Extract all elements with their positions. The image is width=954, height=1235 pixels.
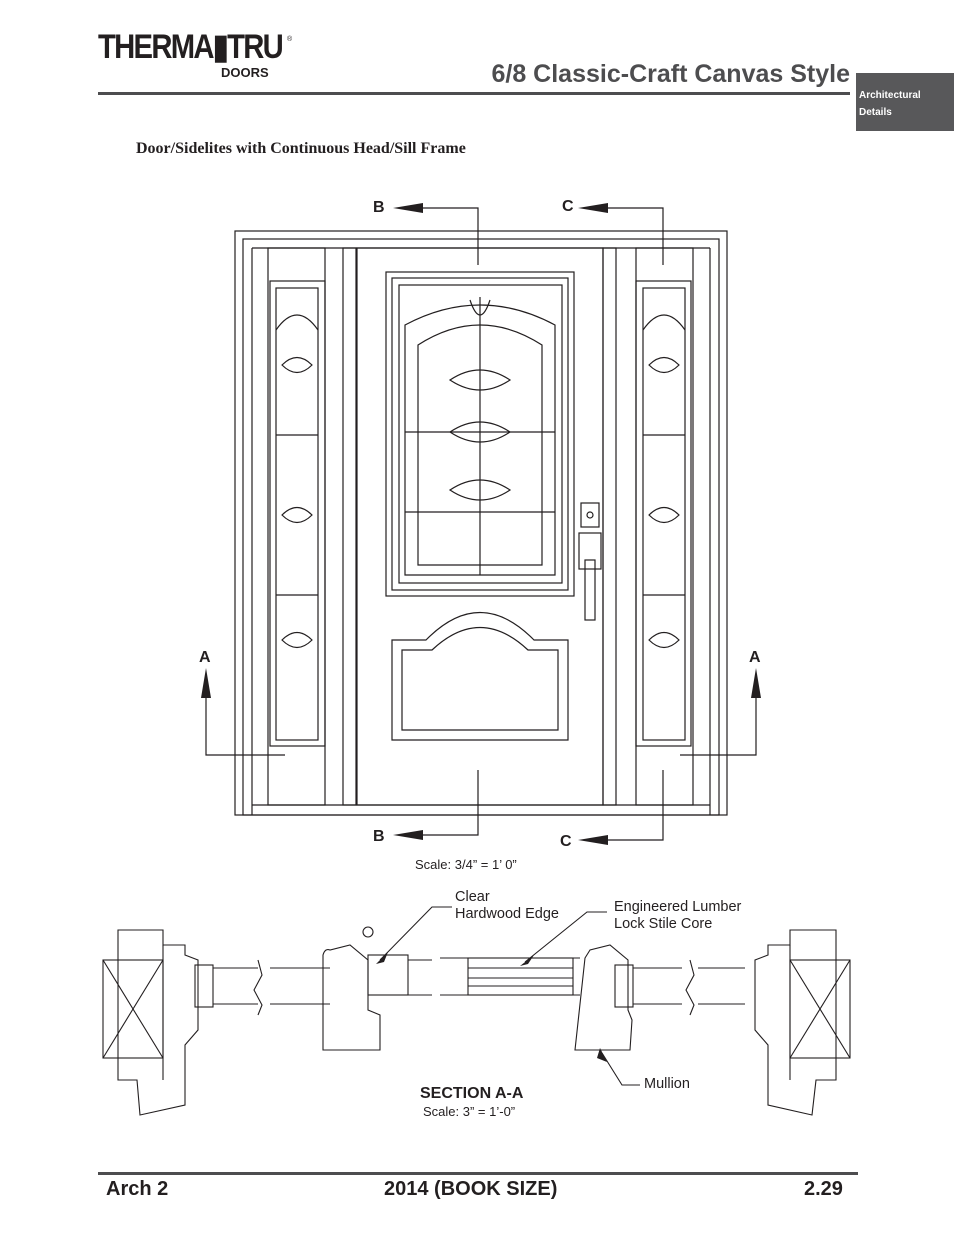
footer-center: 2014 (BOOK SIZE) [384,1178,558,1200]
callout-hardwood-edge: Clear Hardwood Edge [455,889,559,923]
section-tab[interactable]: Architectural Details [856,73,954,131]
header-divider [98,92,850,95]
callout-lumber-core-line2: Lock Stile Core [614,916,713,932]
callout-lumber-core: Engineered Lumber Lock Stile Core [614,899,741,933]
callout-mullion: Mullion [644,1076,690,1092]
drawing-subtitle: Door/Sidelites with Continuous Head/Sill… [136,140,466,157]
marker-b-top: B [373,199,385,216]
elevation-scale: Scale: 3/4” = 1’ 0” [415,857,517,872]
callout-hardwood-edge-line2: Hardwood Edge [455,906,559,922]
marker-c-bottom: C [560,833,572,850]
page-number: 2.29 [804,1178,843,1200]
section-tab-line2: Details [859,107,892,118]
callout-lumber-core-line1: Engineered Lumber [614,899,742,915]
brand-logo-subtitle: DOORS [221,65,269,80]
marker-a-left: A [199,649,211,666]
callout-hardwood-edge-line1: Clear [455,889,490,905]
marker-a-right: A [749,649,761,666]
section-tab-line1: Architectural [859,90,921,101]
registered-mark: ® [287,36,293,43]
marker-b-bottom: B [373,828,385,845]
marker-c-top: C [562,198,574,215]
footer-divider [98,1172,858,1175]
page-title: 6/8 Classic-Craft Canvas Style [491,60,850,88]
footer-left: Arch 2 [106,1178,169,1200]
brand-logo: THERMA▮TRU [98,28,284,66]
section-title: SECTION A-A [420,1085,524,1102]
section-scale: Scale: 3” = 1’-0” [423,1104,516,1119]
